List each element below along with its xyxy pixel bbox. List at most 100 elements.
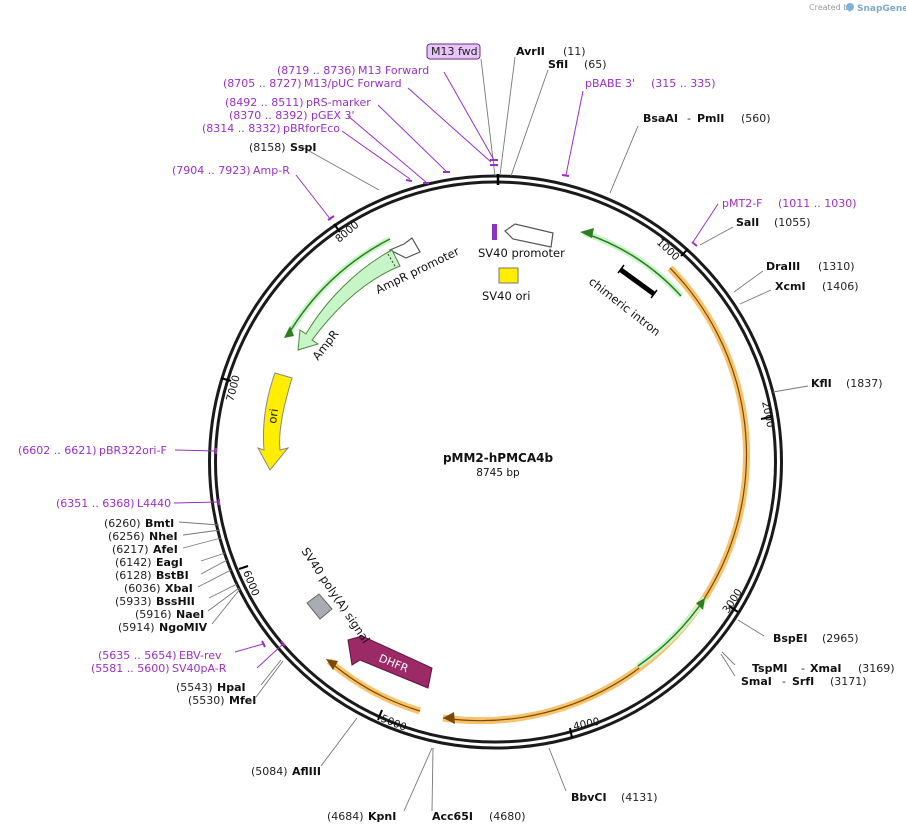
naei-pos: (5916) [135, 608, 172, 621]
sfii-name[interactable]: SfiI [548, 58, 568, 71]
bsaai-name[interactable]: BsaAI [643, 112, 678, 125]
xcmi-pos: (1406) [822, 280, 859, 293]
pbr322-name[interactable]: pBR322ori-F [99, 444, 167, 457]
bmti-name[interactable]: BmtI [145, 517, 174, 530]
tspmi-name[interactable]: TspMI [752, 662, 788, 675]
tick-label-3000: 3000 [720, 587, 745, 616]
ori-label: ori [265, 408, 281, 425]
acc65i-name[interactable]: Acc65I [432, 810, 473, 823]
ampr-primer-pos: (7904 .. 7923) [172, 164, 251, 177]
primer-connectors [173, 71, 719, 669]
bstbi-name[interactable]: BstBI [156, 569, 189, 582]
tick-label-4000: 4000 [572, 716, 601, 733]
m13-fwd-box[interactable] [426, 43, 481, 60]
smai-name[interactable]: SmaI [741, 675, 772, 688]
xbai-name[interactable]: XbaI [165, 582, 193, 595]
site-connectors [178, 56, 809, 812]
tspmi-dash: - [801, 662, 805, 675]
chimeric-intron-bar [617, 264, 658, 299]
pbr322-pos: (6602 .. 6621) [18, 444, 97, 457]
m13puc-name[interactable]: M13/pUC Forward [304, 77, 402, 90]
prs-name[interactable]: pRS-marker [306, 96, 371, 109]
kfli-name[interactable]: KflI [811, 377, 832, 390]
pmli-pos: (560) [741, 112, 771, 125]
afei-name[interactable]: AfeI [153, 543, 178, 556]
ampr-promoter-arrow [388, 237, 421, 259]
prs-pos: (8492 .. 8511) [225, 96, 304, 109]
bmti-pos: (6260) [104, 517, 141, 530]
l4440-pos: (6351 .. 6368) [56, 497, 135, 510]
sspi-name[interactable]: SspI [290, 141, 316, 154]
l4440-name[interactable]: L4440 [137, 497, 171, 510]
hpai-name[interactable]: HpaI [217, 681, 246, 694]
acc65i-pos: (4680) [489, 810, 526, 823]
bspei-pos: (2965) [822, 632, 859, 645]
ampr-arrow [297, 249, 401, 351]
pmt2f-name[interactable]: pMT2-F [722, 197, 763, 210]
avrii-name[interactable]: AvrII [516, 45, 545, 58]
eagi-name[interactable]: EagI [156, 556, 183, 569]
pgex-pos: (8370 .. 8392) [229, 109, 308, 122]
sv40-promoter-label: SV40 promoter [478, 246, 565, 260]
draiii-pos: (1310) [818, 260, 855, 273]
pmt2f-pos: (1011 .. 1030) [778, 197, 857, 210]
mfei-pos: (5530) [188, 694, 225, 707]
sv40-polya-box [306, 593, 333, 620]
bstbi-pos: (6128) [115, 569, 152, 582]
bbvci-name[interactable]: BbvCI [571, 791, 607, 804]
sali-pos: (1055) [774, 216, 811, 229]
bsaai-dash: - [687, 112, 691, 125]
ebvrev-name[interactable]: EBV-rev [179, 649, 222, 662]
mfei-name[interactable]: MfeI [229, 694, 256, 707]
xcmi-name[interactable]: XcmI [775, 280, 806, 293]
nhei-pos: (6256) [108, 530, 145, 543]
dhfr-arrow [347, 635, 433, 689]
bsshii-name[interactable]: BssHII [156, 595, 195, 608]
sfii-pos: (65) [584, 58, 607, 71]
pbabe3-name[interactable]: pBABE 3' [585, 77, 635, 90]
kpni-pos: (4684) [327, 810, 364, 823]
snapgene-logo-icon [846, 3, 854, 11]
m13forward-name[interactable]: M13 Forward [358, 64, 429, 77]
draiii-name[interactable]: DraIII [766, 260, 800, 273]
sv40-promoter-primer-mark [492, 224, 497, 240]
pgex-name[interactable]: pGEX 3' [311, 109, 355, 122]
sv40-ori-box [498, 267, 519, 284]
eagi-pos: (6142) [115, 556, 152, 569]
m13forward-pos: (8719 .. 8736) [277, 64, 356, 77]
credit-brand: SnapGene [857, 4, 906, 14]
pmli-name[interactable]: PmlI [697, 112, 724, 125]
hpai-pos: (5543) [176, 681, 213, 694]
sv40-promoter-arrow [504, 223, 554, 248]
xmai-pos: (3169) [858, 662, 895, 675]
pbrfor-name[interactable]: pBRforEco [283, 122, 340, 135]
credit-prefix: Created by [809, 3, 853, 12]
ampr-primer-name[interactable]: Amp-R [253, 164, 290, 177]
backbone-outer [208, 174, 783, 750]
m13puc-pos: (8705 .. 8727) [223, 77, 302, 90]
plasmid-name: pMM2-hPMCA4b [443, 451, 554, 465]
kfli-pos: (1837) [846, 377, 883, 390]
avrii-pos: (11) [563, 45, 586, 58]
ngomiv-pos: (5914) [118, 621, 155, 634]
sv40pa-name[interactable]: SV40pA-R [172, 662, 227, 675]
nhei-name[interactable]: NheI [149, 530, 178, 543]
srfi-name[interactable]: SrfI [792, 675, 814, 688]
ngomiv-name[interactable]: NgoMIV [159, 621, 208, 634]
sv40-ori-label: SV40 ori [482, 289, 530, 303]
xmai-name[interactable]: XmaI [810, 662, 841, 675]
aflIII-name[interactable]: AflIII [292, 765, 321, 778]
sali-name[interactable]: SalI [736, 216, 759, 229]
backbone-inner [214, 180, 777, 744]
srfi-pos: (3171) [830, 675, 867, 688]
naei-name[interactable]: NaeI [176, 608, 204, 621]
ebvrev-pos: (5635 .. 5654) [98, 649, 177, 662]
tick-marks [220, 223, 772, 739]
afei-pos: (6217) [112, 543, 149, 556]
pbrfor-pos: (8314 .. 8332) [202, 122, 281, 135]
xbai-pos: (6036) [124, 582, 161, 595]
bbvci-pos: (4131) [621, 791, 658, 804]
bspei-name[interactable]: BspEI [773, 632, 807, 645]
kpni-name[interactable]: KpnI [368, 810, 396, 823]
